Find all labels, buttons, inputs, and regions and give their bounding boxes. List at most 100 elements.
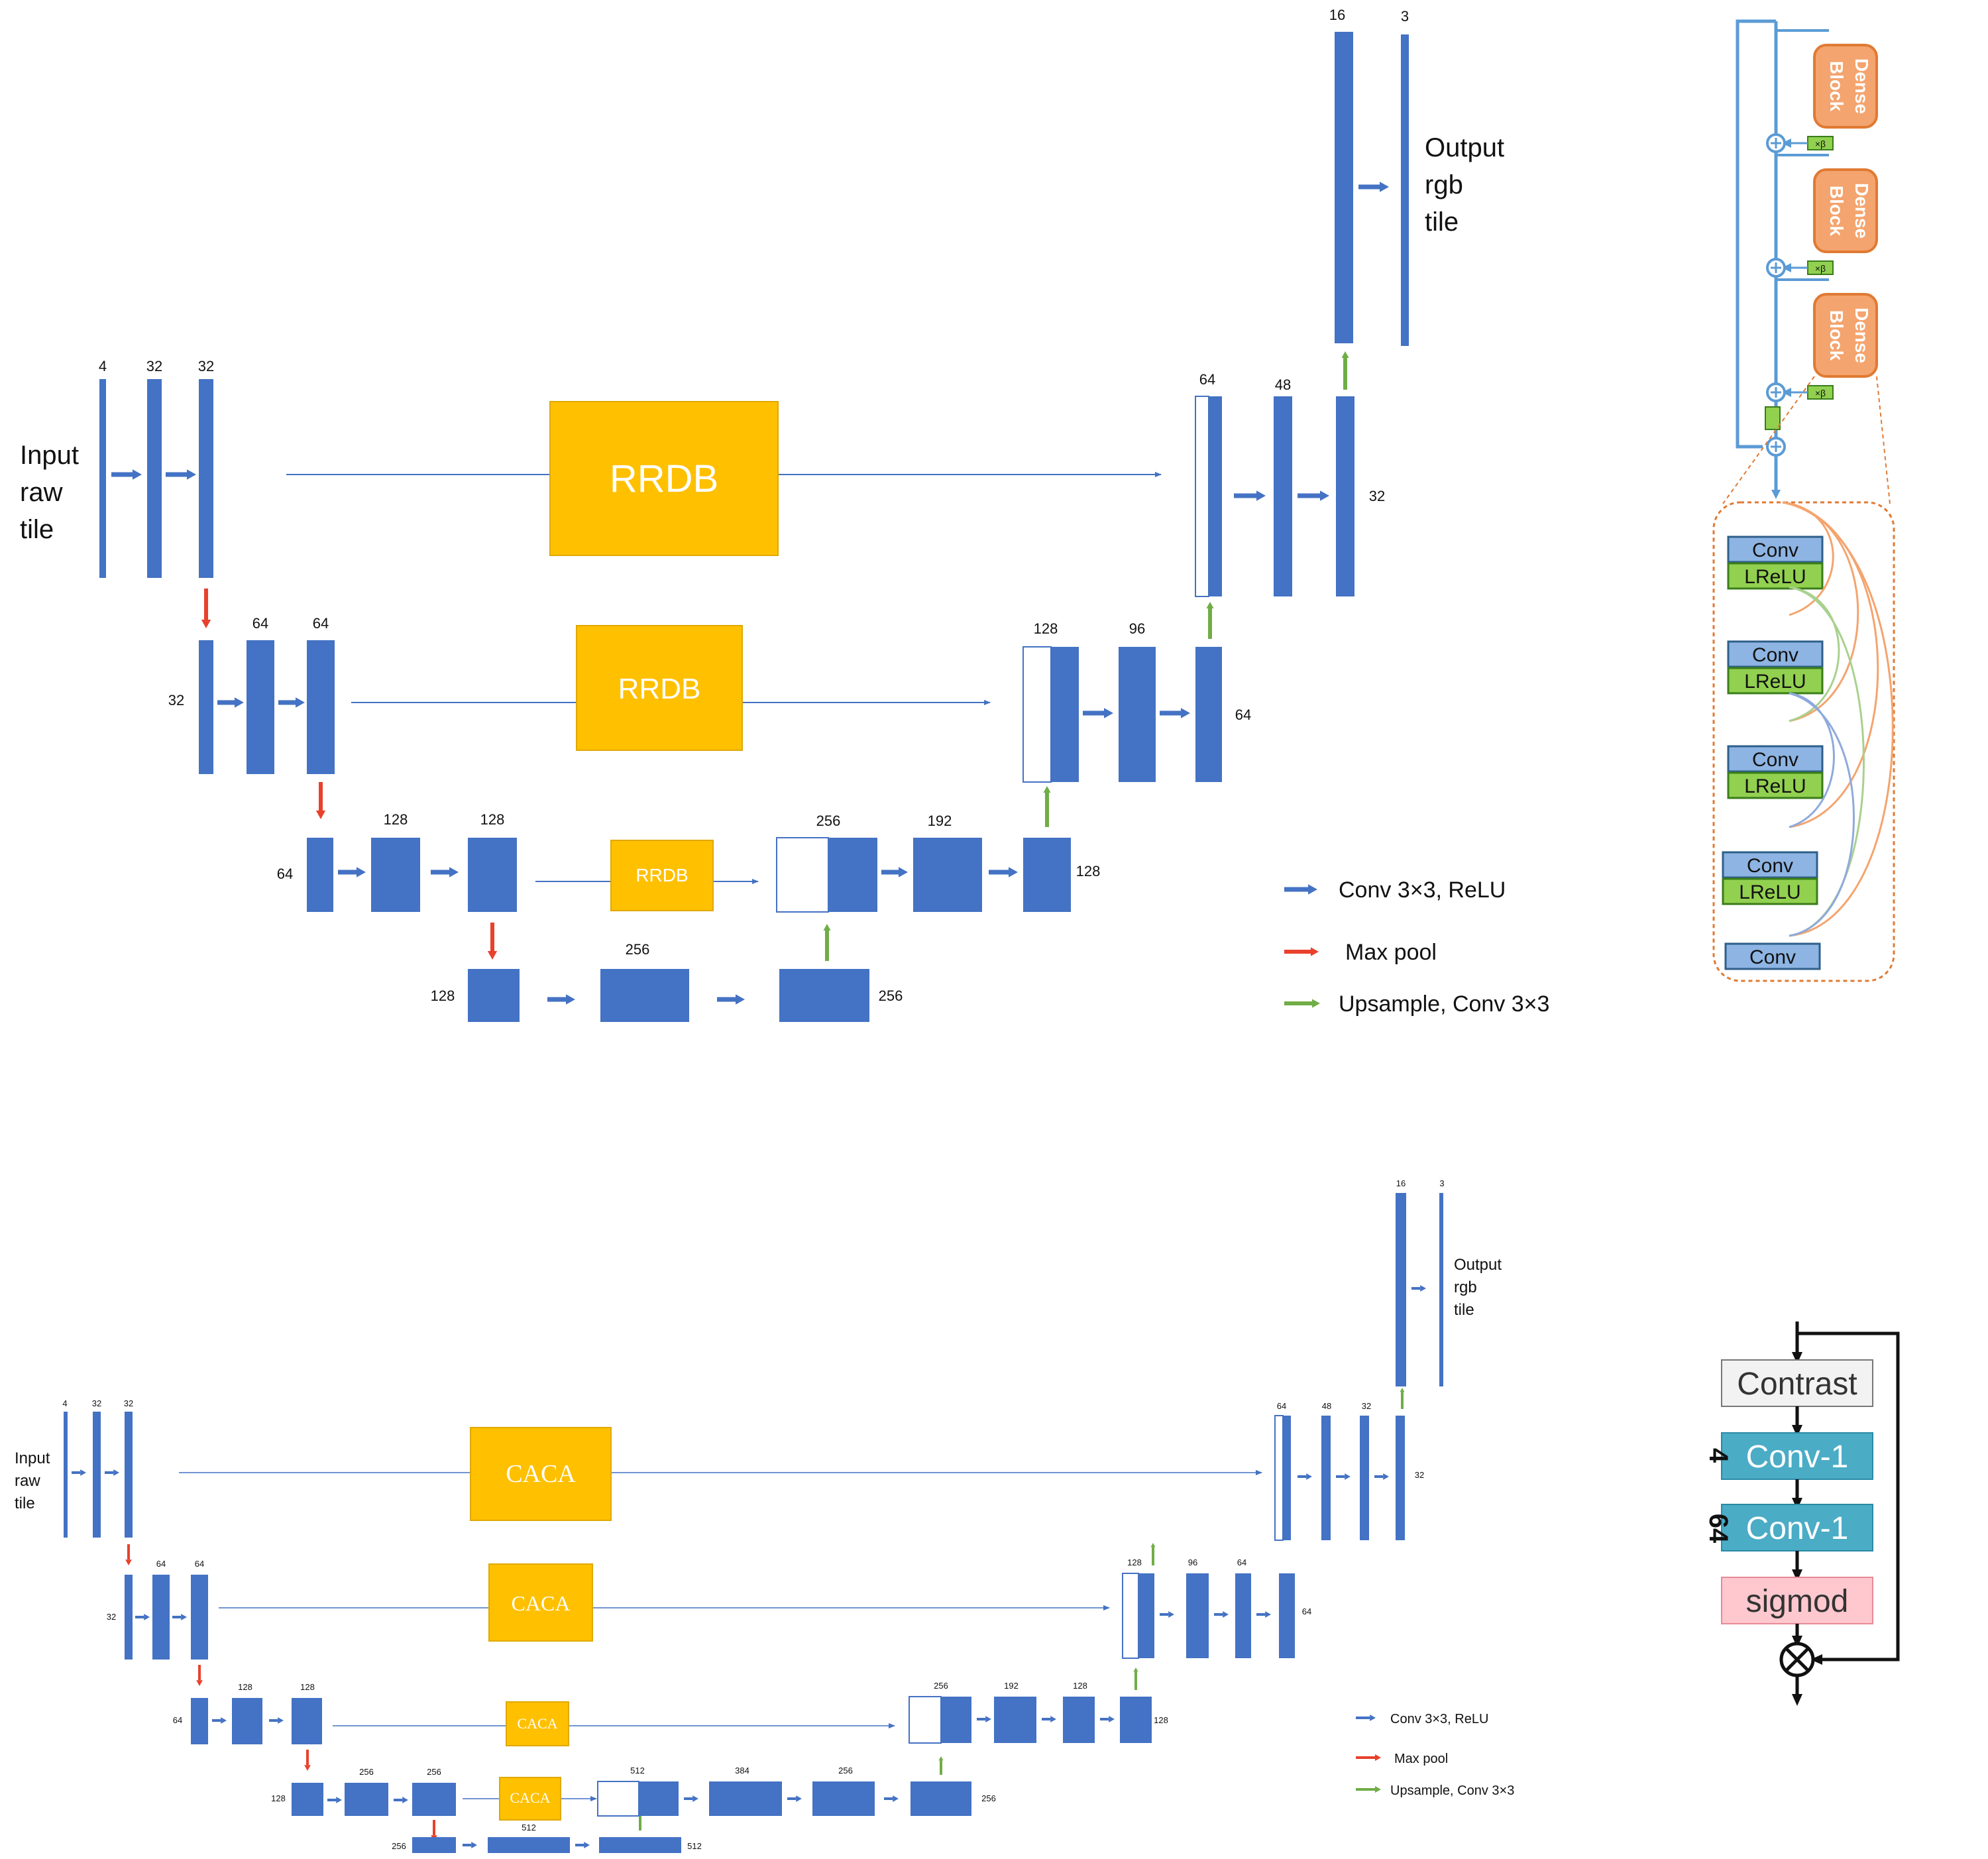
bot-d2-block-a [1138,1573,1154,1658]
dense-lrelu-1 [1727,562,1824,590]
bot-d4-block-c [812,1781,875,1816]
top-d3-channel-c: 128 [1076,863,1101,879]
top-d1-concat-skip [1195,396,1209,597]
top-input-label: Input [20,441,79,470]
bot-caca-module-1 [470,1427,612,1521]
top-input-label: tile [20,515,54,544]
bot-l3-channel-a: 64 [173,1715,182,1725]
top-l2-block-a [199,640,213,774]
bot-d2-concat-skip [1122,1573,1139,1659]
top-l1-block-a [99,379,106,578]
top-l4-channel-c: 256 [879,987,903,1004]
bot-legend-up: Upsample, Conv 3×3 [1390,1783,1514,1798]
conv-arrow-head [449,867,459,877]
caca-conv1-box-b-label: Conv-1 [1746,1511,1849,1546]
bot-l5-channel-c: 512 [687,1841,702,1851]
conv-arrow-head [1009,867,1018,877]
dense-conv-3 [1727,745,1824,773]
dense-block-label: Dense [1851,183,1872,239]
conv-arrow-head [1380,182,1389,192]
bot-d1-channel-b: 48 [1322,1401,1331,1411]
top-d3-concat-skip [776,837,829,913]
beta-label: ×β [1815,263,1826,274]
dense-lrelu-label: LReLU [1744,671,1806,693]
dense-conv-final-label: Conv [1749,946,1796,968]
conv-arrow-head [893,1795,899,1802]
bot-d1-concat-skip [1274,1415,1284,1541]
bot-d4-block-a [639,1781,679,1816]
conv-arrow-head [181,1614,187,1620]
top-l3-channel-c: 128 [480,811,505,828]
upsample-arrow-head [1206,602,1214,608]
dense-block-label: Block [1826,61,1847,112]
pool-arrow-head [315,811,326,819]
conv-arrow-head [899,867,908,877]
dense-conv-label: Conv [1747,855,1793,877]
bot-d4-concat-skip [597,1781,639,1817]
conv-arrow-head [336,1797,342,1803]
bot-d2-channel-a: 128 [1127,1557,1142,1567]
dense-conv-label: Conv [1752,749,1798,771]
bot-d2-block-d [1279,1573,1295,1658]
top-l1-channel-a: 4 [99,358,107,374]
upsample-arrow-head [1043,786,1051,793]
outer-beta-box [1765,406,1781,430]
bot-l1-block-a [64,1412,68,1538]
bot-caca-label-1: CACA [506,1460,576,1488]
conv-arrow-head [1181,708,1190,718]
bot-l5-block-a [412,1837,456,1853]
conv-arrow-head [1383,1473,1389,1480]
bot-d2-channel-b: 96 [1188,1557,1197,1567]
bot-l2-block-a [125,1575,133,1660]
top-d2-channel-c: 64 [1235,706,1251,723]
top-l2-channel-a: 32 [168,692,184,708]
caca-conv1-box-a-label: Conv-1 [1746,1439,1849,1475]
dense-block-2 [1813,168,1878,253]
top-l4-block-b [600,969,689,1022]
bot-d1-channel-a: 64 [1277,1401,1286,1411]
top-d2-concat-skip [1022,646,1052,783]
bot-l5-block-c [599,1837,681,1853]
dense-block-label: Dense [1851,58,1872,114]
dense-block-label: Block [1826,310,1847,361]
bot-d3-block-c [1063,1697,1095,1743]
bot-d1-block-b [1321,1416,1331,1540]
conv-arrow-head [796,1795,802,1802]
top-output-label: tile [1425,207,1459,237]
conv-arrow-head [221,1717,227,1724]
caca-multiply-x2 [1785,1648,1809,1671]
bot-l2-channel-c: 64 [195,1559,204,1569]
upsample-arrow-head [1133,1667,1138,1672]
caca-contrast-box-label: Contrast [1737,1367,1857,1402]
top-l3-channel-b: 128 [384,811,408,828]
top-d3-channel-b: 192 [928,813,952,829]
bot-l2-channel-a: 32 [107,1612,116,1622]
top-rrdb-label-3: RRDB [635,865,688,885]
bot-d3-block-d [1120,1697,1152,1743]
rrdb-detail-panel: DenseBlock×βDenseBlock×βDenseBlock×βConv… [1712,19,1895,982]
bot-out-channel-a: 16 [1396,1178,1406,1188]
top-l2-block-b [247,640,274,774]
bot-d4-block-d [911,1781,971,1816]
top-legend-pool: Max pool [1345,940,1437,965]
conv-arrow-head [584,1842,590,1848]
bot-d1-block-c [1360,1416,1369,1540]
top-d1-channel-b: 48 [1275,376,1291,393]
top-output-label: Output [1425,133,1504,162]
dense-connection-5 [1789,586,1840,722]
top-d1-channel-c: 32 [1369,488,1385,504]
top-d3-block-c [1023,838,1071,912]
bot-d4-channel-b: 384 [735,1766,749,1775]
bot-out-block-a [1396,1193,1406,1386]
bot-l4-block-c [412,1783,456,1816]
conv-arrow-head [1265,1611,1271,1618]
beta-label: ×β [1815,388,1826,398]
top-l4-block-a [468,969,520,1022]
bot-l4-channel-a: 128 [271,1793,286,1803]
top-l3-channel-a: 64 [277,866,293,882]
top-d1-block-a [1209,396,1222,596]
top-d3-block-a [828,838,877,912]
conv-arrow-head [187,469,196,480]
